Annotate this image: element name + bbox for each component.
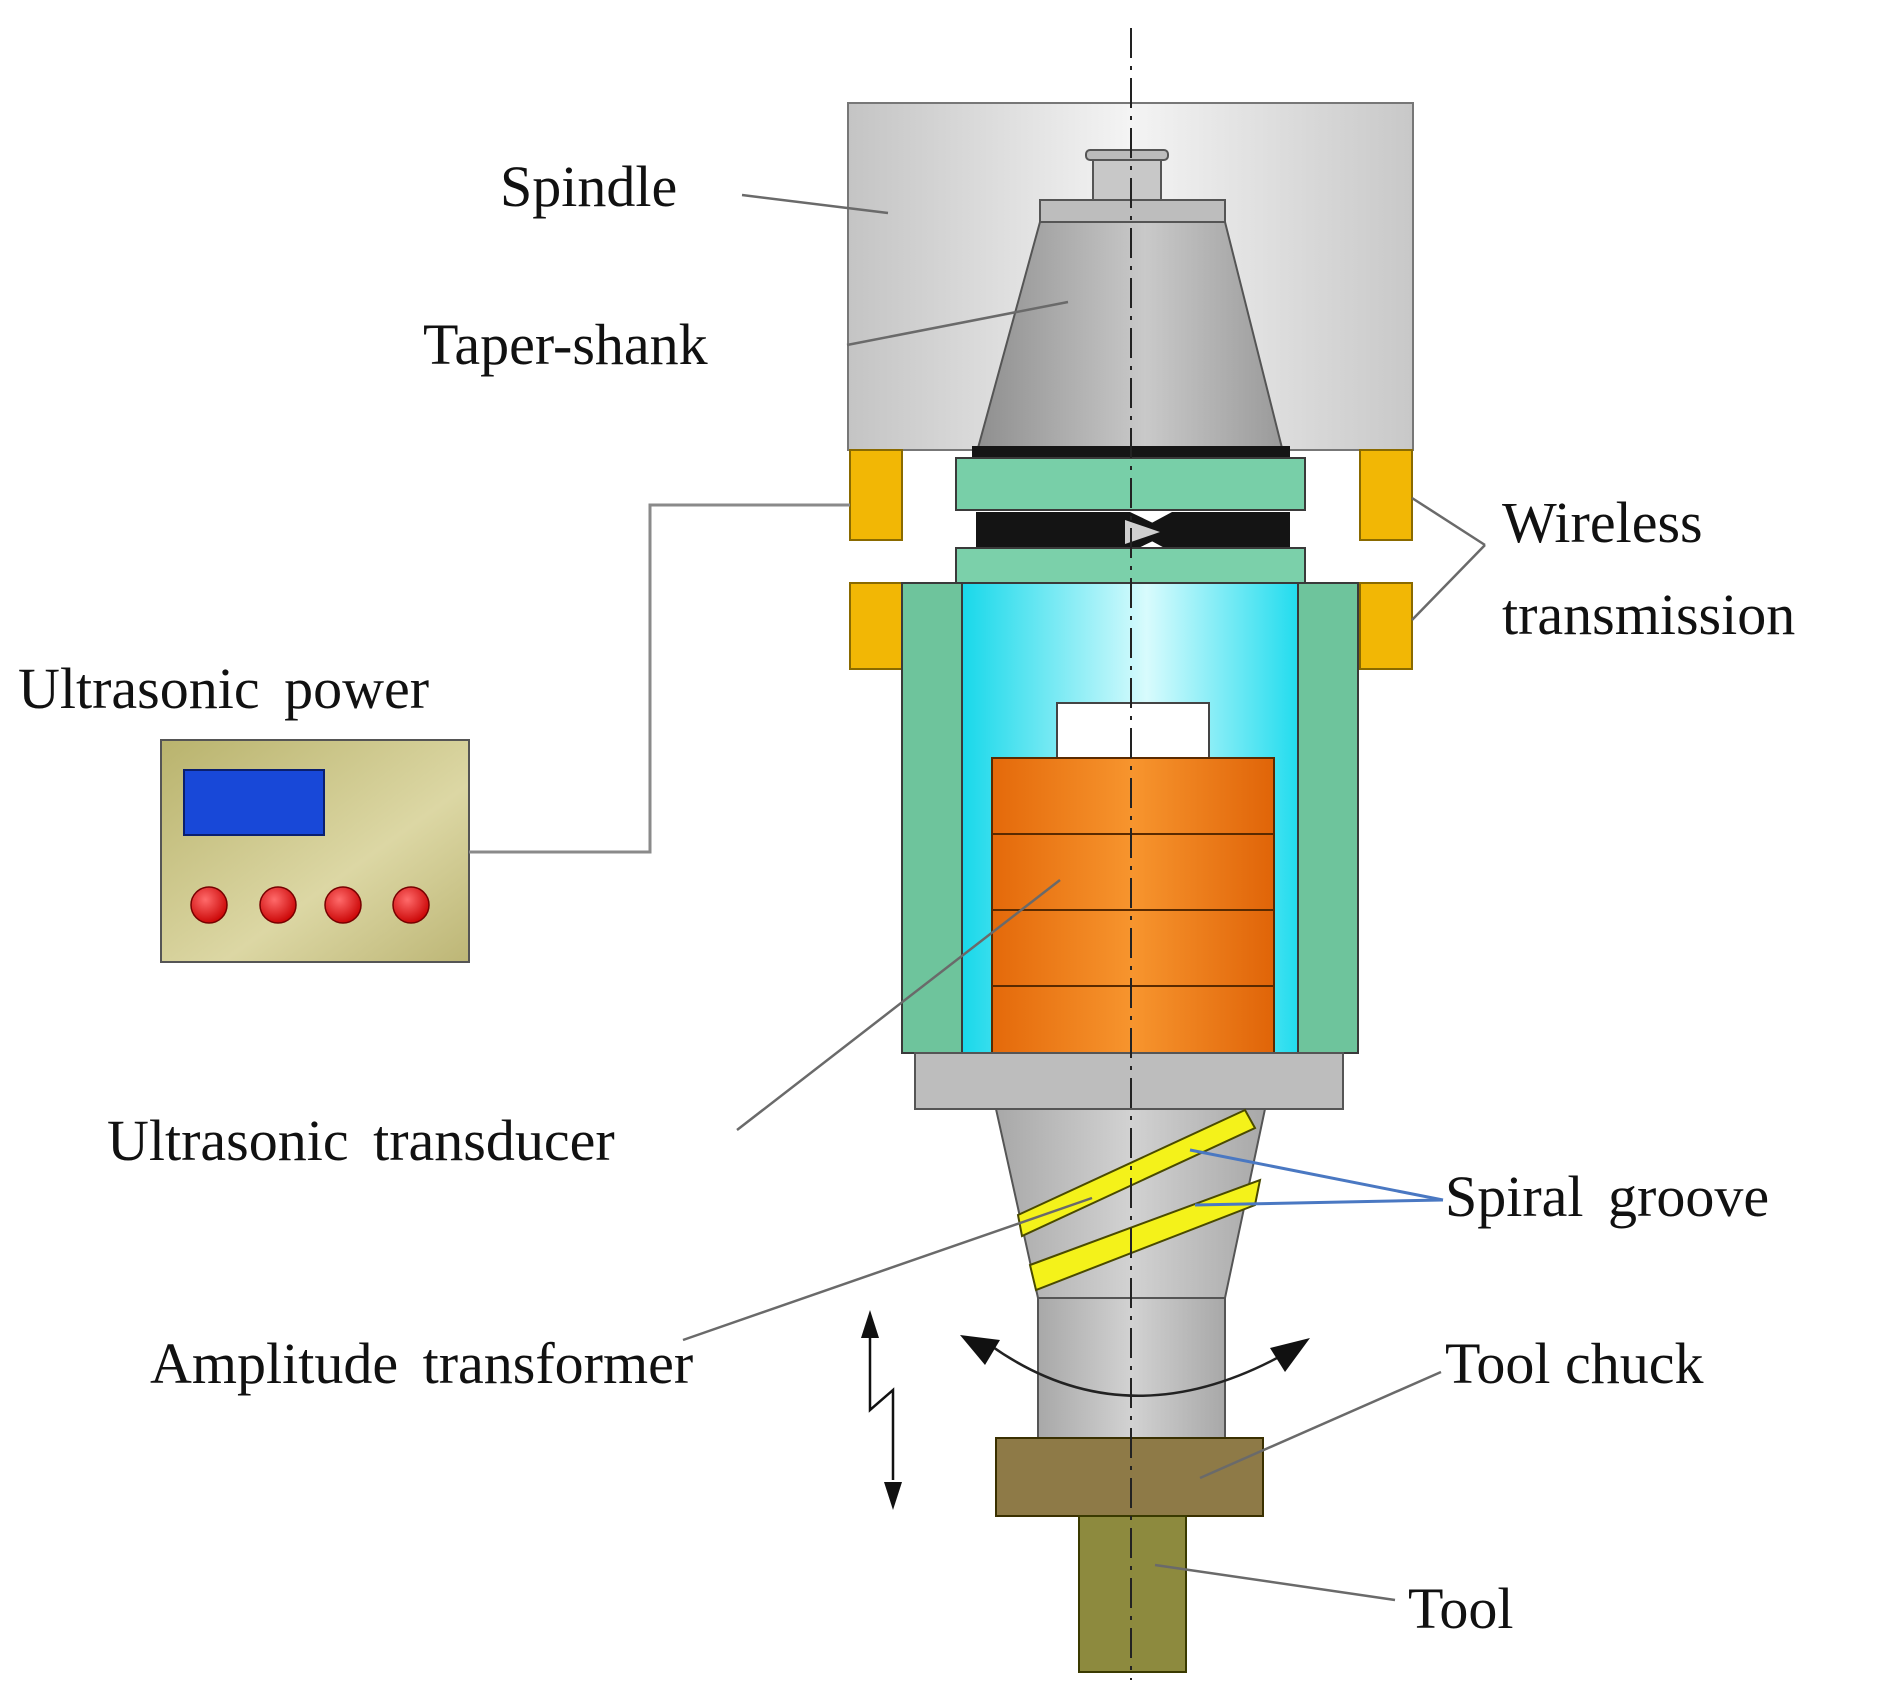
power-button-1 <box>190 886 228 924</box>
flange <box>914 1052 1344 1110</box>
power-button-3 <box>324 886 362 924</box>
tool <box>1078 1515 1187 1673</box>
wireless-coils <box>849 449 1413 670</box>
piezo-stack <box>991 757 1275 1057</box>
power-button-4 <box>392 886 430 924</box>
power-button-2 <box>259 886 297 924</box>
rotation-arrow <box>989 1343 1296 1397</box>
label-tool: Tool <box>1408 1576 1514 1641</box>
label-wireless-line1: Wireless <box>1502 490 1703 555</box>
rotation-arrowhead-left <box>960 1335 1000 1365</box>
rotary-bearing <box>976 512 1290 552</box>
label-ultrasonic-power: Ultrasonic power <box>18 656 430 721</box>
spiral-groove-leaders <box>1189 1148 1444 1207</box>
label-tool-chuck: Tool chuck <box>1445 1331 1704 1396</box>
power-cable <box>469 503 850 854</box>
rotation-arrowhead-right <box>1270 1338 1310 1372</box>
ultrasonic-power-box <box>160 739 470 963</box>
label-taper-shank: Taper-shank <box>423 312 708 377</box>
leader-lines <box>682 193 1486 1602</box>
vibration-arrow <box>861 1310 902 1510</box>
label-spindle: Spindle <box>500 154 678 219</box>
label-wireless-line2: transmission <box>1502 582 1796 647</box>
label-ultrasonic-transducer: Ultrasonic transducer <box>107 1108 615 1173</box>
power-display <box>183 769 325 836</box>
tool-chuck <box>995 1437 1264 1517</box>
label-amplitude-transformer: Amplitude transformer <box>150 1331 694 1396</box>
label-spiral-groove: Spiral groove <box>1445 1164 1770 1229</box>
